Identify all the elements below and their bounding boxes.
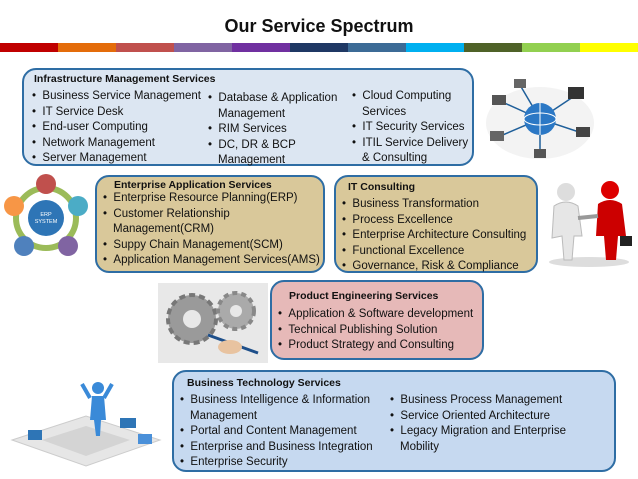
product-list: Application & Software developmentTechni…: [278, 307, 484, 354]
it-consulting-box: IT Consulting Business TransformationPro…: [334, 175, 538, 273]
list-item: Enterprise Architecture Consulting: [342, 228, 538, 244]
color-stripe: [0, 43, 638, 52]
business-technology-box: Business Technology Services Business In…: [172, 370, 616, 472]
network-diagram-image: [486, 79, 594, 159]
stripe-segment: [580, 43, 638, 52]
list-item: Network Management: [32, 136, 212, 152]
list-item: Service Oriented Architecture: [390, 409, 590, 425]
list-item: Customer Relationship Management(CRM): [103, 207, 325, 238]
svg-text:SYSTEM: SYSTEM: [35, 219, 58, 225]
list-item: Suppy Chain Management(SCM): [103, 238, 325, 254]
gears-pen-image: [158, 283, 268, 363]
list-item: Business Transformation: [342, 197, 538, 213]
erp-system-diagram: ERP SYSTEM: [4, 174, 88, 256]
stripe-segment: [116, 43, 174, 52]
puzzle-people-image: [10, 382, 162, 467]
erp-center-label: ERP: [40, 212, 52, 218]
list-item: End-user Computing: [32, 120, 212, 136]
list-item: Business Intelligence & Information Mana…: [180, 393, 386, 424]
stripe-segment: [348, 43, 406, 52]
handshake-image: [549, 181, 632, 267]
list-item: IT Security Services: [352, 120, 476, 136]
infrastructure-col1: Business Service ManagementIT Service De…: [32, 89, 212, 167]
stripe-segment: [174, 43, 232, 52]
it-consulting-title: IT Consulting: [348, 181, 416, 193]
list-item: Portal and Content Management: [180, 424, 386, 440]
stripe-segment: [406, 43, 464, 52]
list-item: Governance, Risk & Compliance: [342, 259, 538, 275]
list-item: Database & Application Management: [208, 91, 348, 122]
list-item: IT Service Desk: [32, 105, 212, 121]
list-item: Functional Excellence: [342, 244, 538, 260]
list-item: Enterprise Resource Planning(ERP): [103, 191, 325, 207]
business-tech-col1: Business Intelligence & Information Mana…: [180, 393, 386, 471]
infrastructure-col2: Database & Application ManagementRIM Ser…: [208, 91, 348, 169]
list-item: Server Management: [32, 151, 212, 167]
infrastructure-title: Infrastructure Management Services: [34, 73, 216, 85]
stripe-segment: [58, 43, 116, 52]
product-title: Product Engineering Services: [289, 290, 439, 302]
page-title: Our Service Spectrum: [224, 16, 414, 36]
list-item: Business Process Management: [390, 393, 590, 409]
stripe-segment: [0, 43, 58, 52]
list-item: Technical Publishing Solution: [278, 323, 484, 339]
enterprise-title: Enterprise Application Services: [114, 179, 272, 191]
list-item: Application & Software development: [278, 307, 484, 323]
enterprise-list: Enterprise Resource Planning(ERP)Custome…: [103, 191, 325, 269]
stripe-segment: [290, 43, 348, 52]
list-item: Enterprise and Business Integration: [180, 440, 386, 456]
list-item: Application Management Services(AMS): [103, 253, 325, 269]
list-item: ITIL Service Delivery & Consulting: [352, 136, 476, 167]
stripe-segment: [232, 43, 290, 52]
list-item: Cloud Computing Services: [352, 89, 476, 120]
list-item: RIM Services: [208, 122, 348, 138]
it-consulting-list: Business TransformationProcess Excellenc…: [342, 197, 538, 275]
stripe-segment: [522, 43, 580, 52]
product-engineering-box: Product Engineering Services Application…: [270, 280, 484, 360]
list-item: Process Excellence: [342, 213, 538, 229]
business-tech-title: Business Technology Services: [187, 377, 341, 389]
stripe-segment: [464, 43, 522, 52]
list-item: DC, DR & BCP Management: [208, 138, 348, 169]
list-item: Enterprise Security: [180, 455, 386, 471]
list-item: Business Service Management: [32, 89, 212, 105]
infrastructure-col3: Cloud Computing ServicesIT Security Serv…: [352, 89, 476, 167]
list-item: Legacy Migration and Enterprise Mobility: [390, 424, 590, 455]
enterprise-box: Enterprise Application Services Enterpri…: [95, 175, 325, 273]
infrastructure-box: Infrastructure Management Services Busin…: [22, 68, 474, 166]
list-item: Product Strategy and Consulting: [278, 338, 484, 354]
